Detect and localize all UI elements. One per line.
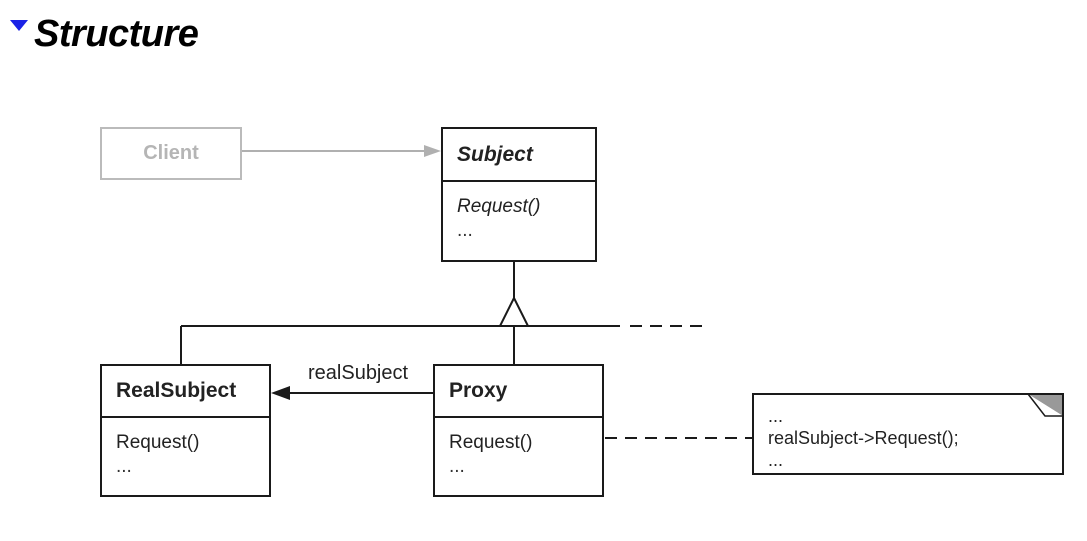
realsubject-operation: Request()	[116, 432, 200, 453]
client-class-box[interactable]: Client	[100, 127, 242, 180]
implementation-note[interactable]: ... realSubject->Request(); ...	[752, 393, 1064, 475]
proxy-operation: Request()	[449, 432, 533, 453]
client-subject-arrowhead	[424, 145, 441, 157]
subject-operation: Request()	[457, 196, 541, 217]
client-class-name: Client	[143, 142, 199, 164]
subject-class-name: Subject	[457, 142, 533, 166]
realsubject-more: ...	[116, 456, 132, 477]
proxy-class-name: Proxy	[449, 379, 508, 402]
section-heading[interactable]: Structure	[10, 12, 199, 56]
note-line-3: ...	[768, 450, 784, 470]
note-line-2: realSubject->Request();	[768, 428, 959, 448]
realsubject-class-name: RealSubject	[116, 379, 237, 402]
association-label: realSubject	[308, 362, 409, 384]
inheritance-triangle-icon	[498, 295, 530, 327]
note-fold-edge	[1027, 393, 1063, 417]
subject-class-box[interactable]: Subject Request() ...	[441, 127, 597, 262]
disclosure-triangle-icon[interactable]	[10, 19, 28, 31]
association-arrowhead	[271, 386, 290, 400]
realsubject-class-box[interactable]: RealSubject Request() ...	[100, 364, 271, 497]
note-line-1: ...	[768, 406, 784, 426]
proxy-more: ...	[449, 456, 465, 477]
proxy-class-box[interactable]: Proxy Request() ...	[433, 364, 604, 497]
subject-more: ...	[457, 220, 473, 241]
section-title: Structure	[34, 12, 199, 55]
